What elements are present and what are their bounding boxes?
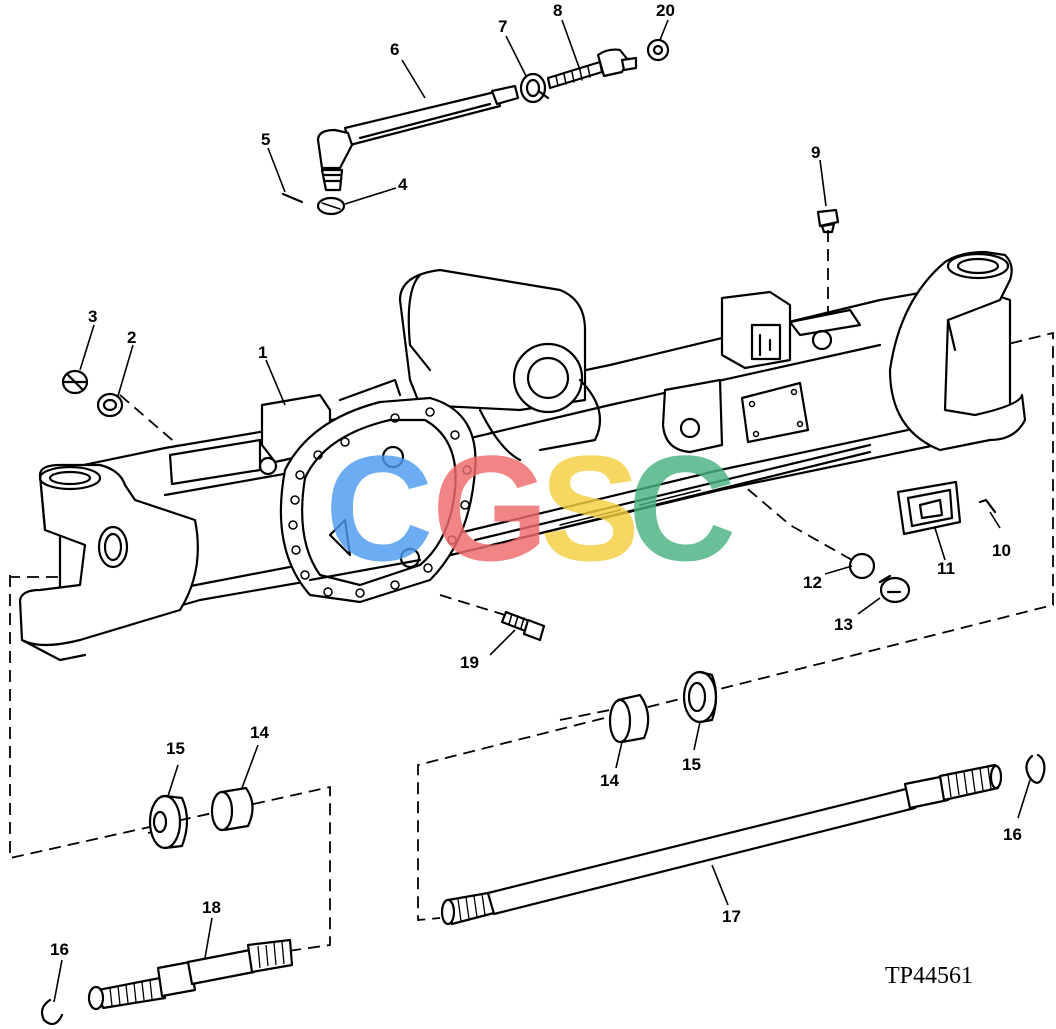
plug-13	[878, 574, 911, 604]
seal-15-right	[682, 670, 718, 724]
callout-19: 19	[460, 653, 479, 672]
axle-shaft-17-splines	[457, 766, 992, 922]
inner-tie-rod-end	[546, 48, 638, 90]
callout-6: 6	[390, 40, 399, 59]
snap-ring-16-right	[1025, 753, 1046, 784]
plug-12	[848, 552, 876, 580]
callout-13: 13	[834, 615, 853, 634]
decal-11	[896, 480, 962, 536]
callout-1: 1	[258, 343, 267, 362]
plug-3	[61, 369, 89, 395]
seal-cap	[646, 38, 670, 62]
axle-shaft-17	[440, 763, 1003, 926]
callout-18: 18	[202, 898, 221, 917]
nut	[316, 196, 346, 216]
callout-17: 17	[722, 907, 741, 926]
breather-9	[816, 208, 840, 234]
callout-4: 4	[398, 175, 408, 194]
bearing-14-right	[608, 693, 650, 744]
watermark-letter-c1: C	[325, 424, 433, 592]
cotter-pin	[281, 192, 304, 204]
tie-rod-end	[316, 128, 354, 192]
callout-3: 3	[88, 307, 97, 326]
snap-ring-16-left	[40, 998, 64, 1026]
callout-8: 8	[553, 1, 562, 20]
callout-16-right: 16	[1003, 825, 1022, 844]
flange-bolts	[288, 407, 472, 598]
callout-20: 20	[656, 1, 675, 20]
watermark: C G S C	[325, 424, 736, 592]
callout-15-left: 15	[166, 739, 185, 758]
callout-14-right: 14	[600, 771, 619, 790]
watermark-letter-g: G	[432, 424, 549, 592]
axle-housing	[18, 250, 1027, 662]
tie-rod-tube	[343, 84, 520, 147]
clamp	[519, 72, 550, 104]
bearing-14-left	[210, 786, 254, 832]
axle-shaft-18-splines	[109, 941, 285, 1007]
watermark-letter-s: S	[540, 424, 640, 592]
callout-9: 9	[811, 143, 820, 162]
callout-12: 12	[803, 573, 822, 592]
seal-15-left	[148, 794, 189, 850]
callout-11: 11	[937, 559, 955, 578]
callout-16-left: 16	[50, 940, 69, 959]
callout-leaders	[53, 19, 1031, 1003]
bolt-19	[500, 610, 546, 642]
callout-5: 5	[261, 130, 270, 149]
callout-2: 2	[127, 328, 136, 347]
rivet-10	[978, 498, 997, 514]
callout-15-right: 15	[682, 755, 701, 774]
washer-2	[96, 392, 124, 418]
watermark-letter-c2: C	[628, 424, 736, 592]
callout-10: 10	[992, 541, 1011, 560]
callout-14-left: 14	[250, 723, 269, 742]
callout-labels: 1 2 3 4 5 6 7 8 9 10 11 12 13 14 14 15 1…	[50, 1, 1022, 959]
callout-7: 7	[498, 17, 507, 36]
figure-reference: TP44561	[885, 963, 973, 989]
